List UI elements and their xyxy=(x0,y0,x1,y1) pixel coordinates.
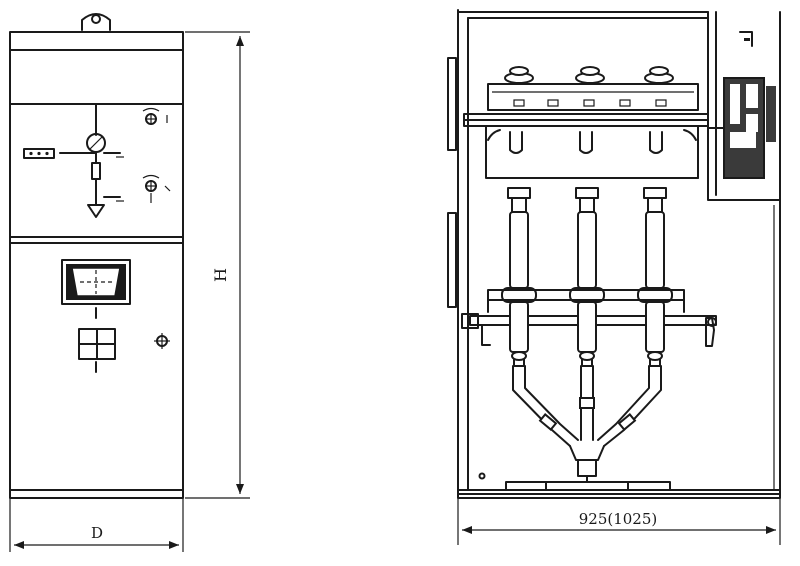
width-label: 925(1025) xyxy=(579,510,658,528)
mimic-diagram xyxy=(23,103,124,218)
cable-bundle xyxy=(512,365,662,483)
earthing-switch-handle xyxy=(23,148,55,159)
crosshair-symbol-icon xyxy=(154,333,170,349)
operation-symbol-icon xyxy=(142,107,168,125)
fuse-column xyxy=(569,187,605,303)
top-insulator xyxy=(504,66,674,84)
height-label: H xyxy=(211,268,230,282)
cable-termination xyxy=(509,301,529,367)
cable-termination xyxy=(577,301,597,367)
fuse-column xyxy=(637,187,673,303)
depth-label: D xyxy=(91,524,103,542)
lifting-eye-icon xyxy=(81,13,111,31)
depth-dimension: D xyxy=(9,498,184,552)
side-view: 925(1025) xyxy=(447,9,781,545)
inspection-window xyxy=(61,259,131,305)
mechanism-compartment xyxy=(707,11,781,201)
load-break-switch-body xyxy=(463,83,709,179)
indicator-panel xyxy=(78,328,116,360)
front-view: H D xyxy=(9,13,250,552)
cable-termination xyxy=(645,301,665,367)
height-dimension: H xyxy=(185,31,250,499)
operation-symbol-icon xyxy=(142,174,171,203)
fuse-column xyxy=(501,187,537,303)
width-dimension: 925(1025) xyxy=(457,498,781,545)
front-cabinet-outline xyxy=(9,31,184,499)
cable-base-plate xyxy=(478,472,671,491)
